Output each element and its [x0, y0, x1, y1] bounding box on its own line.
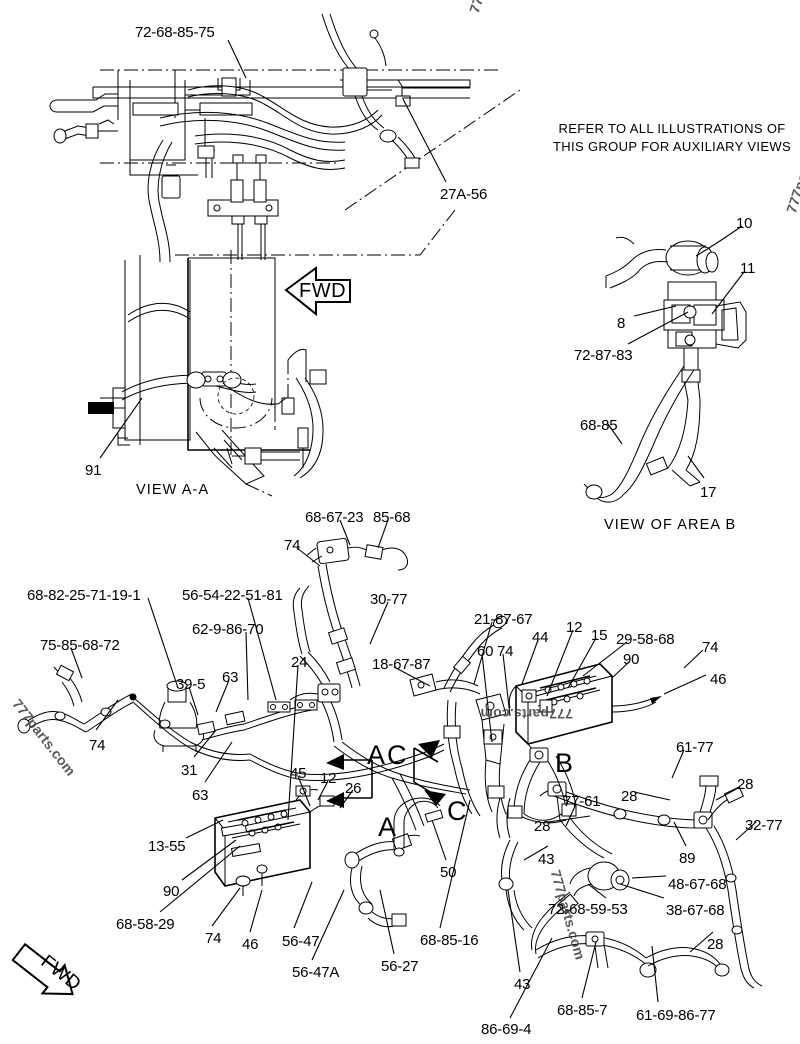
callout-10: 10 [736, 215, 753, 232]
callout-31: 31 [181, 762, 198, 779]
callout-38-67-68: 38-67-68 [666, 902, 725, 919]
callout-68-85-7: 68-85-7 [557, 1002, 608, 1019]
callout-43-b: 43 [514, 976, 531, 993]
callout-43-a: 43 [538, 851, 555, 868]
callout-56-47a: 56-47A [292, 964, 340, 981]
callout-74-d: 74 [702, 639, 719, 656]
callout-45: 45 [290, 765, 307, 782]
callout-50: 50 [440, 864, 457, 881]
callout-26: 26 [345, 780, 362, 797]
callout-8: 8 [617, 315, 626, 332]
callout-62-9-86-70: 62-9-86-70 [192, 621, 264, 638]
callout-72-68-85-75: 72-68-85-75 [135, 24, 215, 41]
callout-86-69-4: 86-69-4 [481, 1021, 532, 1038]
callout-74-a: 74 [284, 537, 301, 554]
callout-56-27: 56-27 [381, 958, 419, 975]
callout-63-b: 63 [192, 787, 209, 804]
callout-48-67-68: 48-67-68 [668, 876, 727, 893]
callout-27a-56: 27A-56 [440, 186, 488, 203]
callout-12-r: 12 [566, 619, 583, 636]
watermark-center: 777parts.com [480, 706, 573, 722]
top-assembly-group [50, 14, 520, 496]
callout-11: 11 [740, 260, 756, 277]
battery-box-left [215, 786, 336, 896]
callout-68-58-29: 68-58-29 [116, 916, 175, 933]
callout-68-82-25-71-19-1: 68-82-25-71-19-1 [27, 587, 141, 604]
auxiliary-views-note: REFER TO ALL ILLUSTRATIONS OF THIS GROUP… [553, 120, 791, 155]
callout-17: 17 [700, 484, 717, 501]
callout-24: 24 [291, 654, 308, 671]
fwd-label-top: FWD [299, 280, 347, 302]
callout-46-l: 46 [242, 936, 259, 953]
callout-28-b: 28 [621, 788, 638, 805]
callout-74-e: 74 [205, 930, 222, 947]
section-marker-b: B [555, 748, 574, 778]
fwd-arrow-top [286, 268, 350, 314]
note-line-1: REFER TO ALL ILLUSTRATIONS OF [558, 121, 786, 136]
callout-85-68: 85-68 [373, 509, 411, 526]
callout-18-67-87: 18-67-87 [372, 656, 431, 673]
right-harness [497, 748, 762, 988]
callout-68-67-23: 68-67-23 [305, 509, 364, 526]
callout-39-5: 39-5 [176, 676, 206, 693]
battery-box-right [509, 664, 662, 758]
callout-74-c: 74 [497, 643, 514, 660]
section-marker-c-upper: C [387, 740, 407, 770]
callout-56-54-22-51-81: 56-54-22-51-81 [182, 587, 283, 604]
fwd-arrow-bottom [8, 938, 84, 1008]
callout-90-l: 90 [163, 883, 180, 900]
callout-63-a: 63 [222, 669, 239, 686]
center-cluster [293, 538, 508, 927]
callout-77-61: 77-61 [563, 793, 601, 810]
view-aa-title: VIEW A-A [136, 482, 210, 498]
callout-74-b: 74 [89, 737, 106, 754]
callout-28-d: 28 [707, 936, 724, 953]
callout-28-a: 28 [737, 776, 754, 793]
view-area-b-title: VIEW OF AREA B [604, 517, 737, 533]
callout-15: 15 [591, 627, 608, 644]
callout-28-c: 28 [534, 818, 551, 835]
area-b-group [584, 237, 746, 502]
section-marker-a-lower: A [378, 812, 397, 842]
section-arrow-a [326, 754, 372, 808]
callout-46-r: 46 [710, 671, 727, 688]
callout-68-85-16: 68-85-16 [420, 932, 479, 949]
callout-90-r: 90 [623, 651, 640, 668]
callout-72-87-83: 72-87-83 [574, 347, 633, 364]
section-marker-a-upper: A [367, 740, 386, 770]
callout-30-77: 30-77 [370, 591, 408, 608]
section-arrow-c [414, 740, 446, 806]
callout-61-77: 61-77 [676, 739, 714, 756]
main-harness-group [8, 538, 762, 1008]
callout-61-69-86-77: 61-69-86-77 [636, 1007, 716, 1024]
callout-91: 91 [85, 462, 102, 479]
callout-56-47: 56-47 [282, 933, 320, 950]
section-marker-c-lower: C [447, 796, 467, 826]
callout-21-87-67: 21-87-67 [474, 611, 533, 628]
callout-75-85-68-72: 75-85-68-72 [40, 637, 120, 654]
callout-13-55: 13-55 [148, 838, 186, 855]
callout-44: 44 [532, 629, 549, 646]
leader-lines [71, 40, 756, 1018]
callout-72-68-59-53: 72-68-59-53 [548, 901, 628, 918]
callout-68-85: 68-85 [580, 417, 618, 434]
note-line-2: THIS GROUP FOR AUXILIARY VIEWS [553, 138, 792, 154]
callout-32-77: 32-77 [745, 817, 783, 834]
callout-12-l: 12 [320, 770, 337, 787]
callout-60: 60 [477, 643, 494, 660]
callout-89: 89 [679, 850, 696, 867]
callout-29-58-68: 29-58-68 [616, 631, 675, 648]
